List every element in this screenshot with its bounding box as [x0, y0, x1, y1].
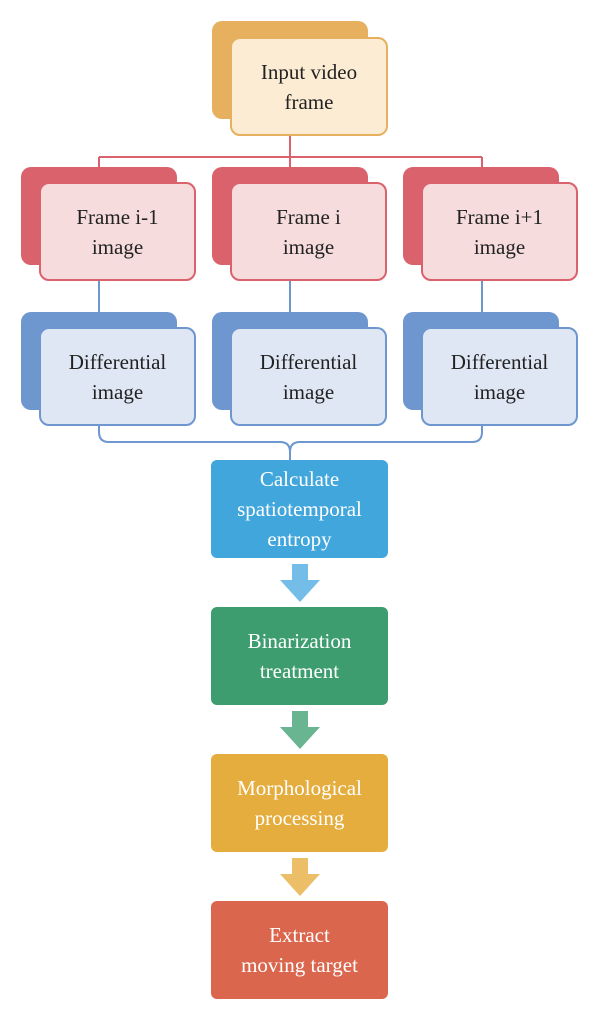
differential-node-3-front — [421, 327, 578, 426]
step-binarization-label: Binarization treatment — [247, 629, 352, 683]
frame-node-3-front — [421, 182, 578, 281]
differential-node-1-front — [39, 327, 196, 426]
step-calculate-entropy-box: Calculate spatiotemporal entropy — [211, 460, 388, 558]
frame-node-2-label: Frame i image — [276, 204, 341, 259]
step-calculate-entropy-label: Calculate spatiotemporal entropy — [237, 467, 362, 551]
input-node-label: Input video frame — [260, 59, 358, 114]
down-arrow-icon — [280, 858, 320, 896]
differential-node-2-label: Differential image — [259, 349, 358, 404]
step-morphological-label: Morphological processing — [237, 776, 362, 830]
step-extract-target-label: Extract moving target — [241, 923, 358, 977]
frame-node-1-front — [39, 182, 196, 281]
differential-node-1-label: Differential image — [68, 349, 167, 404]
down-arrow-icon — [280, 564, 320, 602]
input-node-front — [230, 37, 388, 136]
step-morphological-box: Morphological processing — [211, 754, 388, 852]
step-binarization-box: Binarization treatment — [211, 607, 388, 705]
differential-node-2-front — [230, 327, 387, 426]
down-arrow-icon — [280, 711, 320, 749]
step-extract-target-box: Extract moving target — [211, 901, 388, 999]
connector-diff-bracket — [98, 426, 483, 461]
differential-node-3-label: Differential image — [450, 349, 549, 404]
frame-node-3-label: Frame i+1 image — [455, 204, 544, 259]
frame-node-1-label: Frame i-1 image — [76, 204, 159, 259]
frame-node-2-front — [230, 182, 387, 281]
